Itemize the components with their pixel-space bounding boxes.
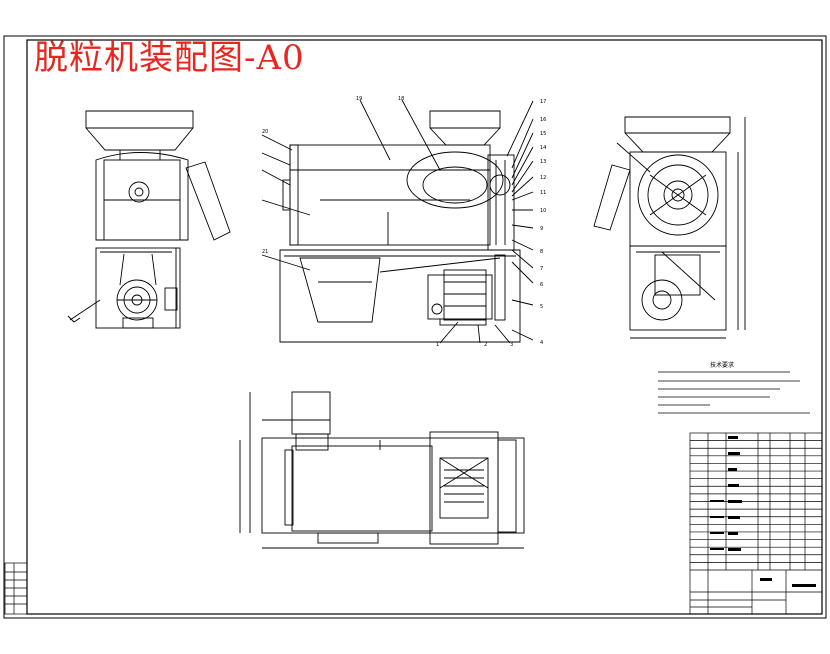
balloon-6: 6	[540, 282, 543, 288]
top-view	[239, 391, 525, 549]
balloon-8: 8	[540, 249, 543, 255]
bom-text-marks	[710, 436, 816, 587]
balloon-labels: 1 2 3 4 5 6 7 8 9 10 11 12 13 14 15 16 1…	[262, 96, 546, 348]
balloon-18: 18	[398, 96, 404, 102]
inner-frame	[26, 39, 823, 615]
left-side-view	[67, 110, 231, 329]
outer-frame	[3, 35, 827, 619]
balloon-21: 21	[262, 249, 268, 255]
front-view	[261, 99, 534, 344]
balloon-2: 2	[484, 342, 487, 348]
balloon-12: 12	[540, 175, 546, 181]
balloon-14: 14	[540, 145, 546, 151]
balloon-11: 11	[540, 190, 546, 196]
balloon-1: 1	[436, 342, 439, 348]
balloon-5: 5	[540, 304, 543, 310]
technical-notes: 技术要求	[658, 361, 810, 414]
right-side-view	[593, 116, 746, 339]
notes-heading: 技术要求	[710, 361, 734, 369]
balloon-4: 4	[540, 340, 543, 346]
revision-block	[4, 562, 28, 615]
drawing-title: 脱粒机装配图-A0	[34, 38, 305, 78]
balloon-9: 9	[540, 226, 543, 232]
balloon-13: 13	[540, 159, 546, 165]
balloon-19: 19	[356, 96, 362, 102]
balloon-10: 10	[540, 208, 546, 214]
balloon-16: 16	[540, 117, 546, 123]
balloon-17: 17	[540, 99, 546, 105]
balloon-7: 7	[540, 266, 543, 272]
balloon-20: 20	[262, 129, 268, 135]
balloon-15: 15	[540, 131, 546, 137]
balloon-3: 3	[510, 342, 513, 348]
